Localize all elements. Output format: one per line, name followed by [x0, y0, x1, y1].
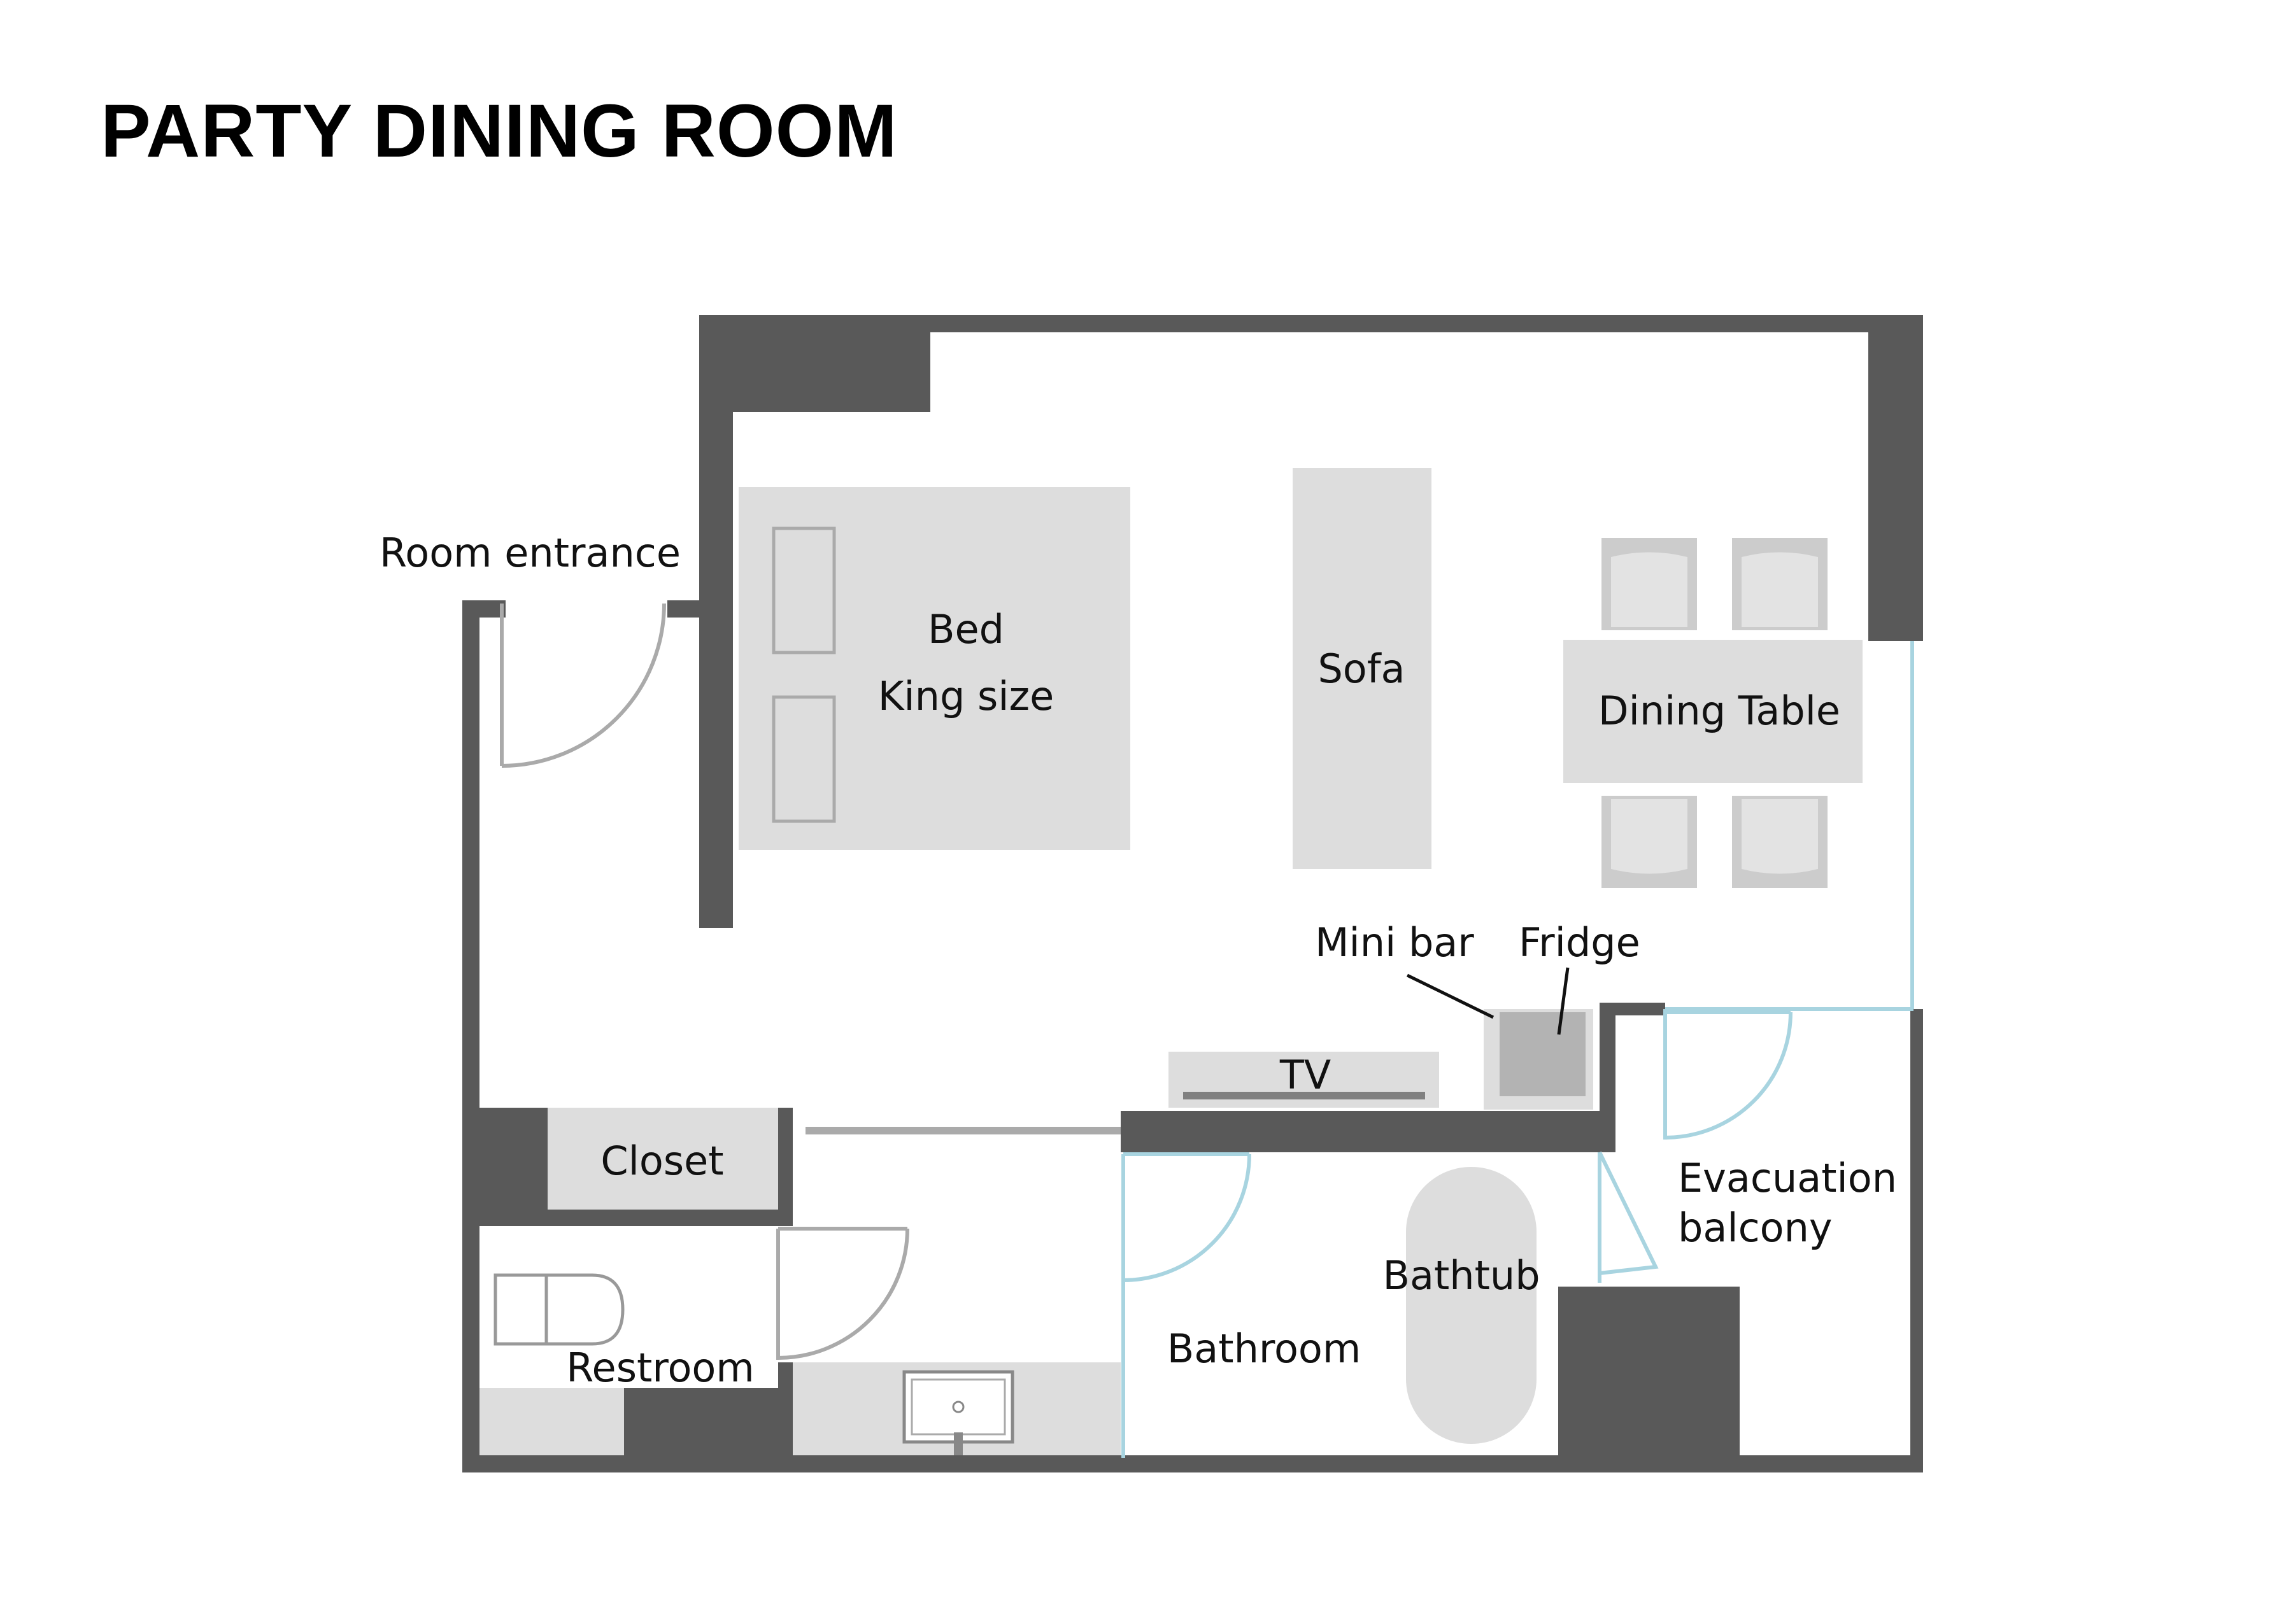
- pillow: [772, 526, 836, 654]
- dining-table: [1563, 640, 1863, 783]
- dining-chair: [1732, 796, 1828, 888]
- mini-bar-leader-line: [1406, 973, 1494, 1019]
- sofa: [1293, 468, 1431, 869]
- mini-bar-label: Mini bar: [1315, 919, 1474, 966]
- toilet: [493, 1273, 625, 1346]
- page-title: PARTY DINING ROOM: [101, 89, 898, 173]
- restroom-floor: [474, 1388, 624, 1459]
- evacuation-label: Evacuation: [1678, 1155, 1897, 1201]
- closet-label: Closet: [600, 1138, 723, 1184]
- tv: [1183, 1092, 1425, 1099]
- balcony-door: [1663, 1007, 1913, 1140]
- room-entrance-label: Room entrance: [380, 530, 681, 576]
- sink: [902, 1370, 1014, 1458]
- fridge-leader-line: [1557, 967, 1570, 1035]
- dining-chair: [1732, 538, 1828, 630]
- sliding-door: [806, 1127, 1121, 1134]
- dining-chair: [1601, 538, 1697, 630]
- bed-size-label: King size: [878, 673, 1054, 719]
- restroom-label: Restroom: [566, 1345, 754, 1391]
- bathroom-door: [1121, 1152, 1251, 1458]
- fridge: [1500, 1012, 1586, 1096]
- sofa-label: Sofa: [1317, 646, 1405, 692]
- bathroom-side-door: [1598, 1151, 1659, 1283]
- pillow: [772, 695, 836, 823]
- restroom-door: [776, 1227, 909, 1360]
- dining-chair: [1601, 796, 1697, 888]
- entrance-door: [500, 603, 666, 768]
- closet: [548, 1108, 778, 1210]
- walls: [462, 315, 1923, 1472]
- dining-table-label: Dining Table: [1598, 688, 1840, 734]
- bed-label: Bed: [928, 606, 1004, 653]
- tv-label: TV: [1279, 1052, 1331, 1098]
- fridge-label: Fridge: [1519, 919, 1640, 966]
- bathtub-label: Bathtub: [1382, 1252, 1540, 1299]
- bed: [739, 487, 1130, 850]
- bathroom-label: Bathroom: [1167, 1325, 1361, 1372]
- bathtub: [1406, 1167, 1537, 1444]
- balcony-label: balcony: [1678, 1204, 1833, 1251]
